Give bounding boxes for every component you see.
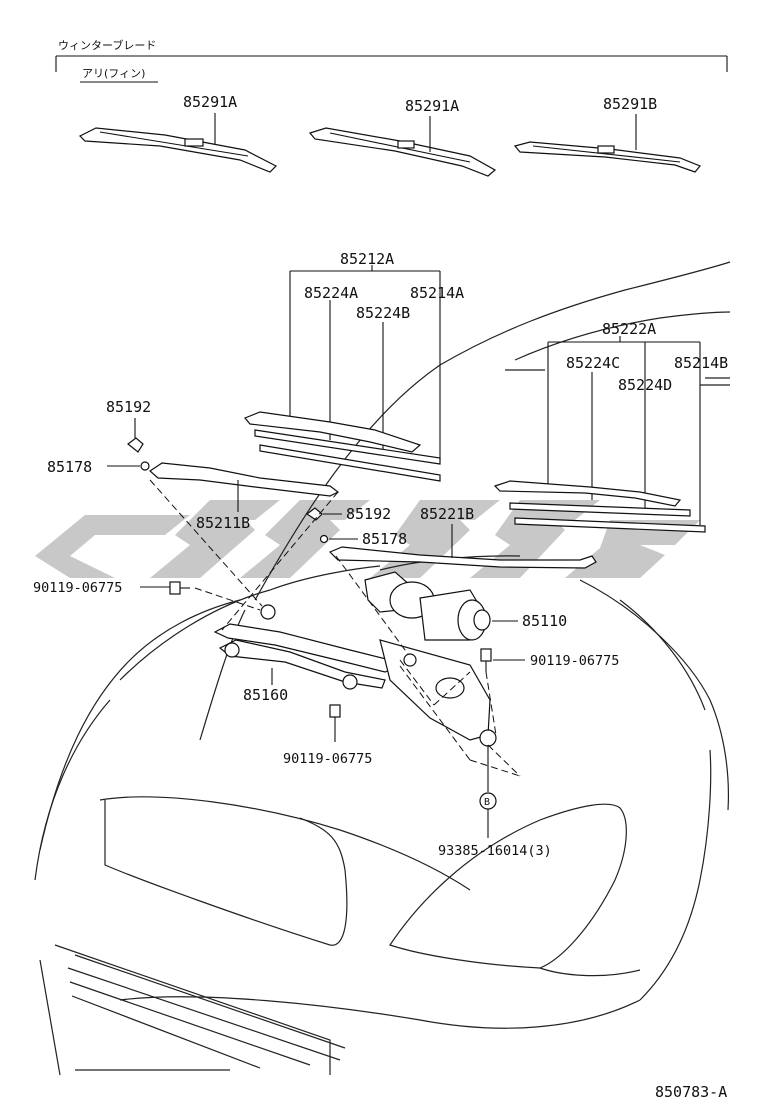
label-85214a: 85214A xyxy=(410,284,464,302)
wiper-blade-left xyxy=(244,411,441,482)
wiper-motor xyxy=(364,571,518,747)
bolt-3 xyxy=(329,704,341,742)
label-85224d: 85224D xyxy=(618,376,672,394)
label-85160: 85160 xyxy=(243,686,288,704)
cap-left xyxy=(127,418,144,453)
label-85224c: 85224C xyxy=(566,354,620,372)
label-90119-06775-1: 90119-06775 xyxy=(33,580,122,596)
bolt-1 xyxy=(140,581,190,595)
nut-left xyxy=(107,461,150,471)
label-90119-06775-2: 90119-06775 xyxy=(530,653,619,669)
with-fin-label: アリ(フィン) xyxy=(82,67,145,80)
winter-blade-2 xyxy=(308,116,497,177)
label-85211b: 85211B xyxy=(196,514,250,532)
cap-right xyxy=(305,507,342,521)
label-85110: 85110 xyxy=(522,612,567,630)
bolt-2 xyxy=(480,648,525,672)
label-85214b: 85214B xyxy=(674,354,728,372)
wiper-arm-right xyxy=(328,524,597,569)
label-85224a: 85224A xyxy=(304,284,358,302)
label-85222a: 85222A xyxy=(602,320,656,338)
winter-blade-heading: ウィンターブレード xyxy=(58,38,156,52)
label-85212a: 85212A xyxy=(340,250,394,268)
assembly-dashed-lines xyxy=(149,479,521,777)
winter-blade-1 xyxy=(78,113,278,173)
label-93385-16014: 93385-16014(3) xyxy=(438,843,552,859)
label-85291b: 85291B xyxy=(603,95,657,113)
wiper-link xyxy=(213,604,396,690)
label-85178-right: 85178 xyxy=(362,530,407,548)
label-85224b: 85224B xyxy=(356,304,410,322)
figure-number: 850783-A xyxy=(655,1083,727,1101)
watermark-logo xyxy=(35,500,700,578)
assy-right-bracket xyxy=(547,336,701,525)
label-85291a-2: 85291A xyxy=(405,97,459,115)
ref-b-marker xyxy=(479,745,497,838)
nut-right xyxy=(319,534,358,544)
label-85192-left: 85192 xyxy=(106,398,151,416)
header-bracket xyxy=(55,55,728,83)
winter-blade-3 xyxy=(513,114,701,173)
label-85221b: 85221B xyxy=(420,505,474,523)
ref-b-letter: B xyxy=(484,797,490,808)
label-90119-06775-3: 90119-06775 xyxy=(283,751,372,767)
label-85291a-1: 85291A xyxy=(183,93,237,111)
label-85192-right: 85192 xyxy=(346,505,391,523)
label-85178-left: 85178 xyxy=(47,458,92,476)
wiper-blade-right xyxy=(493,480,706,533)
